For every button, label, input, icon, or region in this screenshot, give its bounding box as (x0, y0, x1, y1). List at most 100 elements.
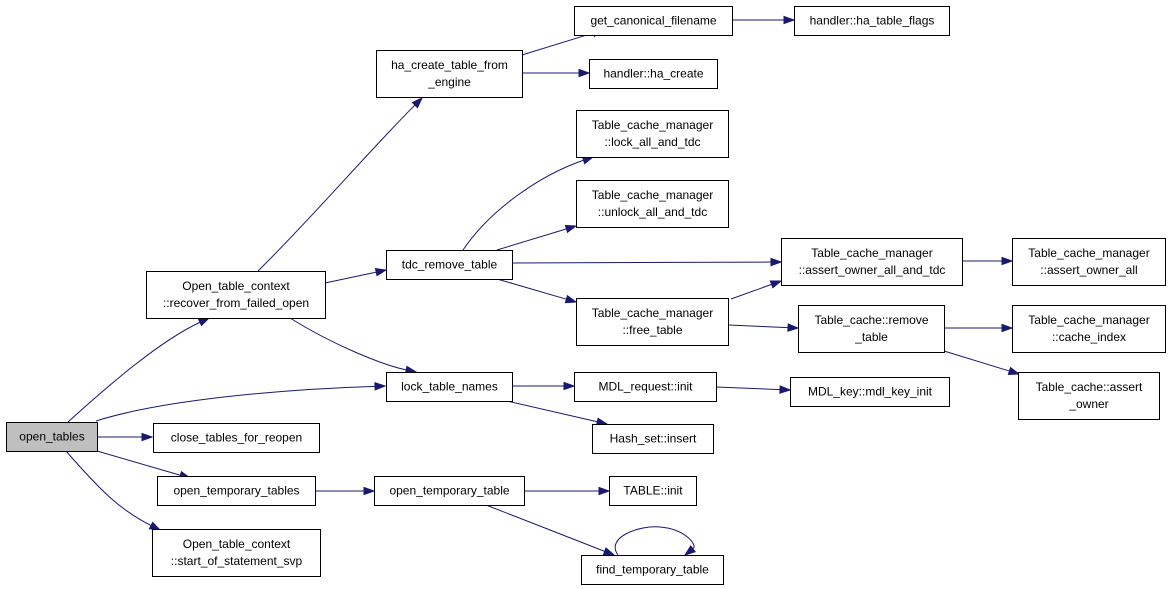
arrowhead-icon (779, 385, 792, 394)
edge-mdl-request-init-to-mdl-key-mdl-key-init (715, 385, 792, 394)
node-tcm-assert-owner-all-box (1012, 238, 1166, 286)
edge-table-cache-remove-table-to-tcm-cache-index (944, 323, 1014, 333)
arrowhead-icon (1007, 366, 1021, 376)
edge-open-table-context-recover-to-ha-create-table-from-engine-line (257, 104, 416, 272)
node-hash-set-insert-box (592, 424, 714, 454)
edge-get-canonical-filename-to-handler-ha-table-flags (732, 15, 796, 25)
node-tcm-assert-owner-all-and-tdc-label-0: Table_cache_manager (811, 246, 932, 260)
arrowhead-icon (374, 382, 387, 391)
node-lock-table-names-label-0: lock_table_names (401, 380, 498, 394)
node-get-canonical-filename-label-0: get_canonical_filename (590, 14, 716, 28)
edge-open-temporary-table-to-find-temporary-table-line (485, 504, 605, 552)
node-tcm-cache-index[interactable]: Table_cache_manager::cache_index (1012, 305, 1166, 353)
edge-tdc-remove-table-to-tcm-unlock-all-and-tdc (496, 224, 578, 251)
node-open-table-context-start-svp-label-1: ::start_of_statement_svp (171, 554, 303, 568)
arrowhead-icon (787, 323, 800, 332)
node-ha-create-table-from-engine-label-1: _engine (427, 75, 471, 89)
node-tcm-unlock-all-and-tdc[interactable]: Table_cache_manager::unlock_all_and_tdc (576, 180, 729, 228)
node-open-temporary-tables-box (157, 476, 316, 506)
edge-open-table-context-recover-to-lock-table-names (289, 317, 418, 375)
edge-open-tables-to-open-temporary-tables-line (96, 450, 181, 476)
node-mdl-key-mdl-key-init[interactable]: MDL_key::mdl_key_init (790, 377, 950, 407)
node-tdc-remove-table[interactable]: tdc_remove_table (386, 250, 513, 280)
node-handler-ha-table-flags[interactable]: handler::ha_table_flags (794, 6, 950, 36)
node-lock-table-names-box (386, 372, 513, 402)
node-tcm-unlock-all-and-tdc-label-1: ::unlock_all_and_tdc (598, 205, 707, 219)
arrowhead-icon (770, 257, 783, 267)
node-tcm-lock-all-and-tdc[interactable]: Table_cache_manager::lock_all_and_tdc (576, 110, 729, 158)
node-table-cache-remove-table[interactable]: Table_cache::remove_table (798, 305, 945, 353)
node-tdc-remove-table-label-0: tdc_remove_table (402, 258, 498, 272)
node-open-table-context-recover-label-1: ::recover_from_failed_open (163, 296, 309, 310)
node-open-table-context-recover-label-0: Open_table_context (182, 279, 290, 293)
node-handler-ha-create-box (589, 59, 718, 89)
node-open-temporary-tables[interactable]: open_temporary_tables (157, 476, 316, 506)
edge-open-tables-to-lock-table-names-line (95, 385, 376, 422)
arrowhead-icon (769, 280, 783, 289)
node-close-tables-for-reopen-box (153, 423, 320, 453)
node-get-canonical-filename[interactable]: get_canonical_filename (574, 6, 733, 36)
edge-mdl-request-init-to-mdl-key-mdl-key-init-line (715, 386, 781, 391)
node-find-temporary-table-label-0: find_temporary_table (596, 563, 709, 577)
node-table-init-box (609, 476, 697, 506)
node-tcm-lock-all-and-tdc-label-0: Table_cache_manager (592, 118, 713, 132)
arrowhead-icon (1001, 256, 1014, 266)
node-tcm-free-table-label-0: Table_cache_manager (592, 306, 713, 320)
node-close-tables-for-reopen[interactable]: close_tables_for_reopen (153, 423, 320, 453)
edge-open-table-context-recover-to-tdc-remove-table-line (324, 271, 377, 284)
edge-tdc-remove-table-to-tcm-unlock-all-and-tdc-line (496, 228, 567, 251)
node-open-table-context-recover[interactable]: Open_table_context::recover_from_failed_… (146, 271, 326, 319)
node-tcm-assert-owner-all[interactable]: Table_cache_manager::assert_owner_all (1012, 238, 1166, 286)
node-close-tables-for-reopen-label-0: close_tables_for_reopen (171, 431, 302, 445)
node-lock-table-names[interactable]: lock_table_names (386, 372, 513, 402)
node-get-canonical-filename-box (574, 6, 733, 36)
node-ha-create-table-from-engine[interactable]: ha_create_table_from_engine (376, 50, 523, 98)
edge-open-tables-to-open-table-context-start-svp-line (65, 450, 152, 526)
node-handler-ha-table-flags-label-0: handler::ha_table_flags (810, 14, 935, 28)
node-hash-set-insert[interactable]: Hash_set::insert (592, 424, 714, 454)
arrowhead-icon (374, 267, 388, 277)
arrowhead-icon (564, 224, 578, 234)
edge-tdc-remove-table-to-tcm-assert-owner-all-and-tdc (511, 257, 783, 267)
arrowhead-icon (602, 547, 616, 556)
edge-open-temporary-table-to-table-init (524, 486, 611, 496)
arrowhead-icon (1001, 323, 1014, 333)
node-find-temporary-table[interactable]: find_temporary_table (581, 555, 724, 585)
arrowhead-icon (141, 432, 154, 442)
node-table-init-label-0: TABLE::init (623, 484, 683, 498)
node-table-cache-assert-owner-box (1018, 372, 1160, 420)
edge-open-temporary-tables-to-open-temporary-table (315, 486, 376, 496)
edge-tcm-free-table-to-tcm-assert-owner-all-and-tdc (730, 280, 783, 300)
node-open-temporary-table[interactable]: open_temporary_table (374, 476, 525, 506)
node-table-init[interactable]: TABLE::init (609, 476, 697, 506)
node-open-tables[interactable]: open_tables (6, 422, 98, 452)
arrowhead-icon (148, 521, 162, 531)
node-tcm-lock-all-and-tdc-box (576, 110, 729, 158)
node-mdl-request-init-box (574, 372, 717, 402)
edge-open-table-context-recover-to-tdc-remove-table (324, 267, 388, 284)
edge-ha-create-table-from-engine-to-get-canonical-filename-line (521, 32, 594, 56)
node-tcm-free-table[interactable]: Table_cache_manager::free_table (576, 298, 729, 346)
node-tcm-assert-owner-all-label-1: ::assert_owner_all (1040, 263, 1137, 277)
node-tcm-assert-owner-all-and-tdc[interactable]: Table_cache_manager::assert_owner_all_an… (781, 238, 963, 286)
node-table-cache-assert-owner[interactable]: Table_cache::assert_owner (1018, 372, 1160, 420)
node-tcm-cache-index-label-1: ::cache_index (1052, 330, 1126, 344)
node-tcm-lock-all-and-tdc-label-1: ::lock_all_and_tdc (604, 135, 700, 149)
edge-lock-table-names-to-hash-set-insert-line (506, 400, 598, 423)
arrowhead-icon (564, 294, 578, 304)
edge-lock-table-names-to-mdl-request-init (512, 381, 576, 391)
edge-tdc-remove-table-to-tcm-lock-all-and-tdc-line (462, 159, 584, 251)
edge-tcm-free-table-to-table-cache-remove-table-line (727, 324, 789, 329)
node-mdl-request-init[interactable]: MDL_request::init (574, 372, 717, 402)
node-tcm-cache-index-label-0: Table_cache_manager (1028, 313, 1149, 327)
edge-ha-create-table-from-engine-to-handler-ha-create (522, 68, 591, 78)
node-open-table-context-start-svp[interactable]: Open_table_context::start_of_statement_s… (152, 529, 321, 577)
edge-open-temporary-table-to-find-temporary-table (485, 504, 616, 556)
edge-tcm-free-table-to-table-cache-remove-table (727, 323, 800, 332)
edge-tcm-assert-owner-all-and-tdc-to-tcm-assert-owner-all (962, 256, 1014, 266)
node-handler-ha-create[interactable]: handler::ha_create (589, 59, 718, 89)
edge-open-table-context-recover-to-ha-create-table-from-engine (257, 96, 424, 272)
edge-open-tables-to-open-table-context-recover-line (67, 321, 201, 423)
node-open-temporary-table-label-0: open_temporary_table (389, 484, 509, 498)
